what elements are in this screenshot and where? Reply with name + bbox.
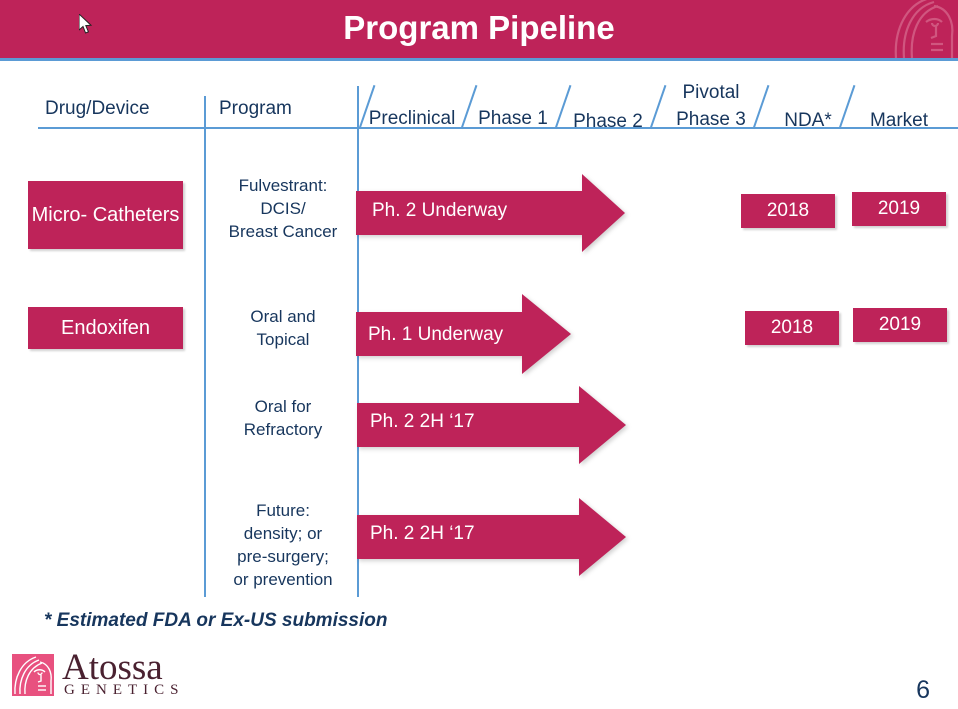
pipeline-arrow-label-row-3: Ph. 2 2H ‘17 [370,411,475,432]
brand-subtitle: GENETICS [64,682,185,698]
pipeline-arrow-label-row-2: Ph. 1 Underway [368,324,504,345]
program-text-row-4: Future: density; or pre-surgery; or prev… [233,501,333,589]
atossa-face-logo-icon [12,654,54,696]
pipeline-arrow-row-4[interactable] [357,497,627,577]
column-header-program: Program [219,98,292,119]
header-divider-rule [38,127,958,129]
page-number: 6 [916,676,930,704]
brand-logo: Atossa GENETICS [12,647,242,700]
mouse-pointer-icon [78,12,93,35]
year-box-row-2-nda[interactable]: 2018 [745,311,839,345]
pipeline-arrow-row-1[interactable] [356,173,626,253]
phase-header-market: Market [869,110,929,131]
pipeline-arrow-label-row-1: Ph. 2 Underway [372,200,508,221]
title-bar-underline [0,58,958,61]
pipeline-arrow-row-2[interactable] [356,293,572,375]
phase-header-phase-1: Phase 1 [478,108,548,129]
drug-box-micro-catheters[interactable]: Micro- Catheters [28,181,183,249]
pipeline-arrow-row-3[interactable] [357,385,627,465]
phase-header-nda: NDA* [784,110,832,131]
program-text-row-1: Fulvestrant: DCIS/ Breast Cancer [228,176,338,241]
brand-name: Atossa [62,647,163,688]
phase-header-phase-2: Phase 2 [573,111,643,132]
column-divider-1 [204,96,206,597]
column-header-drug-device: Drug/Device [45,98,150,119]
pipeline-arrow-label-row-4: Ph. 2 2H ‘17 [370,523,475,544]
program-text-row-3: Oral for Refractory [243,397,323,439]
phase-header-preclinical: Preclinical [368,108,456,129]
phase-header-phase-3: Phase 3 [676,109,746,130]
program-text-row-2: Oral and Topical [250,307,316,349]
year-box-row-1-nda[interactable]: 2018 [741,194,835,228]
atossa-face-logo-icon [890,0,956,59]
drug-box-endoxifen[interactable]: Endoxifen [28,307,183,349]
title-bar [0,0,958,58]
phase-header-pivotal: Pivotal [682,82,740,103]
year-box-row-2-market[interactable]: 2019 [853,308,947,342]
footnote-text: * Estimated FDA or Ex-US submission [44,610,388,631]
year-box-row-1-market[interactable]: 2019 [852,192,946,226]
page-title: Program Pipeline [343,9,615,46]
